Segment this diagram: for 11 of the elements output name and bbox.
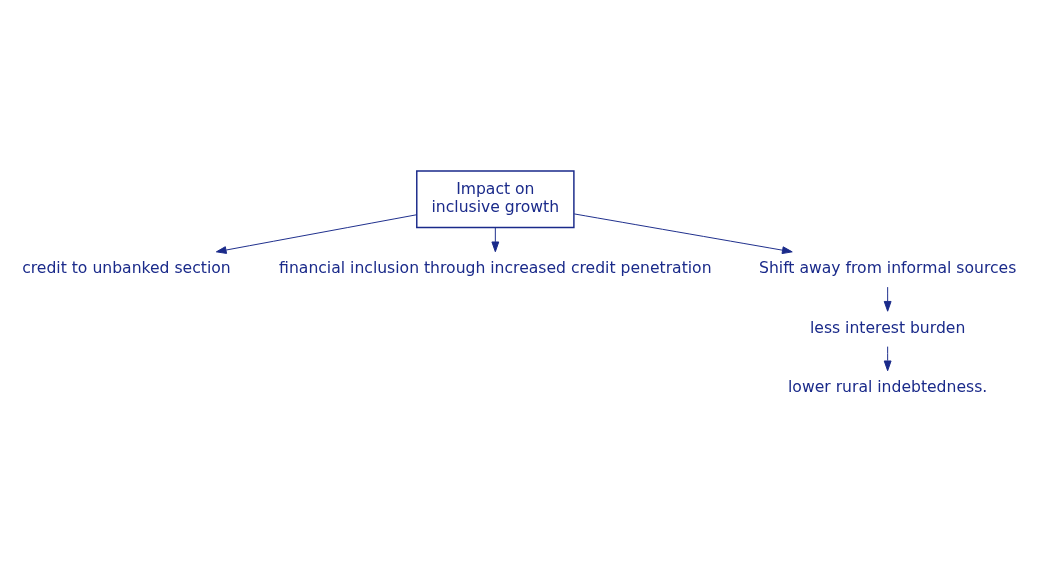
node-text: less interest burden — [809, 318, 966, 337]
arrow — [883, 286, 892, 312]
arrow — [883, 345, 892, 371]
node-text: credit to unbanked section — [22, 258, 231, 277]
node-text: lower rural indebtedness. — [788, 377, 988, 396]
node-text: Shift away from informal sources — [759, 258, 1017, 277]
node-box: Impact on inclusive growth — [416, 169, 575, 228]
node-text: financial inclusion through increased credit penetration — [279, 258, 712, 277]
arrow — [215, 213, 418, 254]
arrow — [573, 212, 793, 254]
arrow — [491, 226, 500, 252]
